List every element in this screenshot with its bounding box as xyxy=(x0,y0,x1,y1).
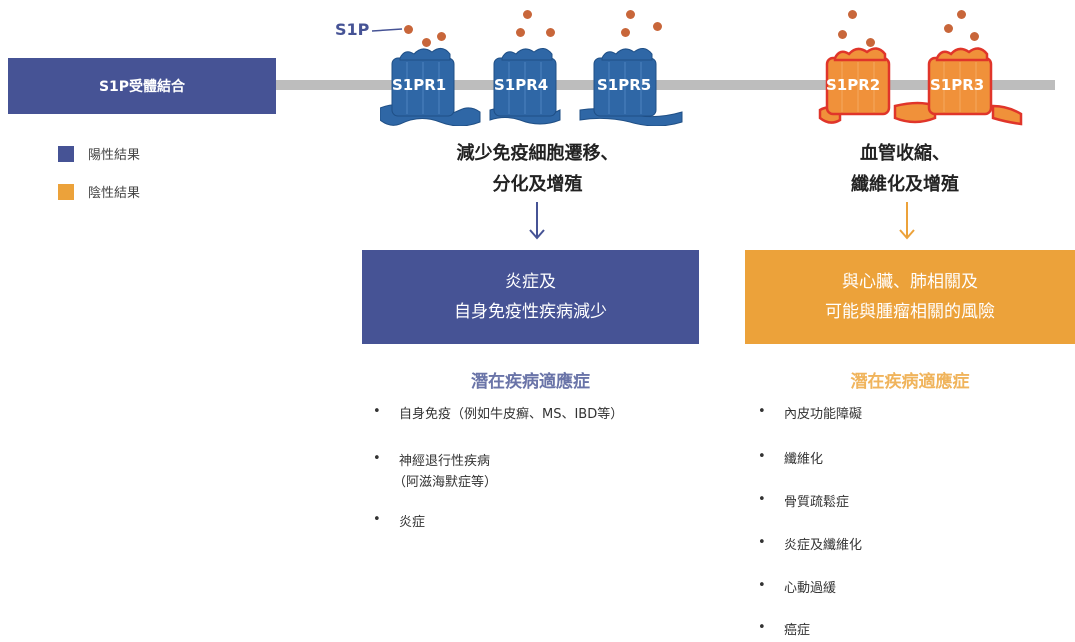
list-item: • 自身免疫（例如牛皮癬、MS、IBD等） xyxy=(373,404,623,425)
legend-positive-swatch xyxy=(58,145,74,162)
receptor-label-s1pr1: S1PR1 xyxy=(392,76,447,94)
legend-negative: 陰性結果 xyxy=(58,182,140,201)
indication-text: 內皮功能障礙 xyxy=(784,407,863,422)
negative-section-title: 潛在疾病適應症 xyxy=(850,372,970,392)
bullet-icon: • xyxy=(758,535,766,550)
receptor-tail xyxy=(893,101,937,124)
list-item: • 神經退行性疾病 （阿滋海默症等） xyxy=(373,451,497,493)
bullet-icon: • xyxy=(373,451,381,466)
legend-negative-label: 陰性結果 xyxy=(88,186,141,201)
cell-membrane xyxy=(275,80,1055,90)
positive-receptors xyxy=(380,48,683,126)
receptor-label-s1pr2: S1PR2 xyxy=(826,76,881,94)
legend-positive: 陽性結果 xyxy=(58,144,140,163)
receptor-top xyxy=(501,48,553,61)
indication-text: 骨質疏鬆症 xyxy=(784,495,850,510)
negative-effect-line: 血管收縮、 xyxy=(860,143,950,164)
positive-outcome-line: 自身免疫性疾病減少 xyxy=(454,302,607,322)
header-box: S1P受體結合 xyxy=(8,58,276,114)
negative-outcome-box: 與心臟、肺相關及 可能與腫瘤相關的風險 xyxy=(745,250,1075,344)
positive-outcome-line: 炎症及 xyxy=(505,272,556,292)
list-item: • 骨質疏鬆症 xyxy=(758,492,849,513)
bullet-icon: • xyxy=(758,404,766,419)
bullet-icon: • xyxy=(373,404,381,419)
s1p-molecule xyxy=(848,10,857,19)
negative-effect: 血管收縮、 纖維化及增殖 xyxy=(805,138,1005,200)
receptor-label-s1pr5: S1PR5 xyxy=(597,76,652,94)
s1p-molecule xyxy=(621,28,630,37)
list-item: • 炎症 xyxy=(373,512,425,533)
indication-text: 癌症 xyxy=(784,623,811,638)
bullet-icon: • xyxy=(373,512,381,527)
receptor-top xyxy=(833,47,887,62)
s1p-molecule xyxy=(838,30,847,39)
s1p-molecule xyxy=(404,25,413,34)
list-item: • 心動過緩 xyxy=(758,578,836,599)
down-arrow-icon xyxy=(899,202,915,240)
s1p-molecule xyxy=(523,10,532,19)
s1p-molecule xyxy=(944,24,953,33)
positive-effect-line: 減少免疫細胞遷移、 xyxy=(456,143,619,164)
s1p-label: S1P xyxy=(335,20,370,39)
indication-text: 炎症及纖維化 xyxy=(784,538,863,553)
bullet-icon: • xyxy=(758,620,766,635)
negative-outcome-line: 可能與腫瘤相關的風險 xyxy=(825,302,995,322)
indication-text: 心動過緩 xyxy=(784,581,837,596)
s1p-molecule xyxy=(437,32,446,41)
legend-positive-label: 陽性結果 xyxy=(88,148,141,163)
indication-text: 神經退行性疾病 （阿滋海默症等） xyxy=(393,451,497,493)
s1p-molecule xyxy=(957,10,966,19)
indication-line: （阿滋海默症等） xyxy=(393,475,498,490)
s1p-molecule xyxy=(626,10,635,19)
positive-effect-line: 分化及增殖 xyxy=(492,174,583,195)
indication-text: 纖維化 xyxy=(784,452,824,467)
s1p-molecule xyxy=(422,38,431,47)
receptor-top xyxy=(601,48,653,61)
positive-effect: 減少免疫細胞遷移、 分化及增殖 xyxy=(400,138,675,200)
receptor-label-s1pr3: S1PR3 xyxy=(930,76,985,94)
list-item: • 癌症 xyxy=(758,620,810,641)
negative-receptors xyxy=(818,47,1023,126)
list-item: • 內皮功能障礙 xyxy=(758,404,862,425)
receptor-top xyxy=(935,47,989,62)
indication-line: 神經退行性疾病 xyxy=(399,454,491,469)
list-item: • 纖維化 xyxy=(758,449,823,470)
negative-effect-line: 纖維化及增殖 xyxy=(851,174,959,195)
bullet-icon: • xyxy=(758,449,766,464)
bullet-icon: • xyxy=(758,492,766,507)
positive-outcome-box: 炎症及 自身免疫性疾病減少 xyxy=(362,250,699,344)
s1p-molecule xyxy=(866,38,875,47)
s1p-molecule xyxy=(970,32,979,41)
down-arrow-icon xyxy=(529,202,545,240)
s1p-pointer xyxy=(371,28,403,32)
legend-negative-swatch xyxy=(58,183,74,200)
bullet-icon: • xyxy=(758,578,766,593)
receptor-label-s1pr4: S1PR4 xyxy=(494,76,549,94)
header-title: S1P受體結合 xyxy=(98,79,186,95)
s1p-molecule xyxy=(546,28,555,37)
receptor-top xyxy=(399,48,451,61)
positive-section-title: 潛在疾病適應症 xyxy=(471,372,590,392)
receptor-tail xyxy=(991,104,1023,126)
list-item: • 炎症及纖維化 xyxy=(758,535,862,556)
negative-outcome-line: 與心臟、肺相關及 xyxy=(842,272,978,292)
indication-text: 炎症 xyxy=(399,515,426,530)
s1p-molecule xyxy=(516,28,525,37)
indication-text: 自身免疫（例如牛皮癬、MS、IBD等） xyxy=(399,407,624,422)
s1p-molecule xyxy=(653,22,662,31)
